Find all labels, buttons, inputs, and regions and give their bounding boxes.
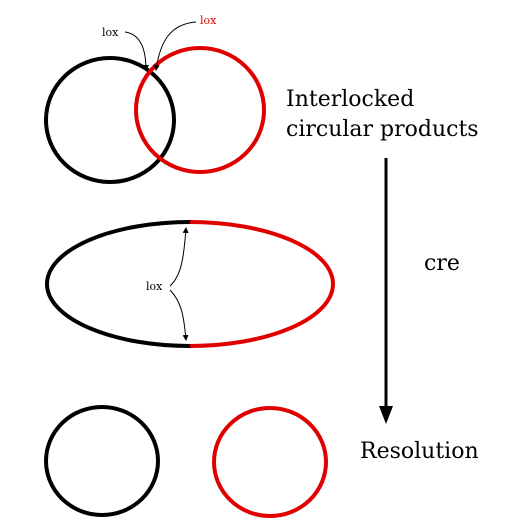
interlocked-line2: circular products <box>286 117 479 142</box>
resolution-label: Resolution <box>360 439 479 464</box>
fused-ellipse-red-half <box>189 220 335 348</box>
process-arrow <box>379 158 393 424</box>
interlocked-line1: Interlocked <box>286 87 414 112</box>
red-circle-bottom <box>212 406 328 518</box>
lox-middle-label: lox <box>146 280 163 293</box>
lox-middle-pointer-up <box>169 227 189 287</box>
black-circle-bottom <box>44 405 160 517</box>
cre-label: cre <box>424 251 460 276</box>
black-circle-top <box>44 56 176 184</box>
resolved-circles <box>44 405 328 518</box>
lox-pointers-middle <box>169 227 189 341</box>
fused-ellipse <box>45 220 335 348</box>
lox-pointers-top <box>124 21 197 71</box>
interlocked-circles <box>44 46 266 184</box>
lox-middle-pointer-down <box>169 289 189 341</box>
lox-red-label: lox <box>200 14 217 27</box>
lox-red-pointer <box>153 21 197 71</box>
lox-black-label: lox <box>102 26 119 39</box>
fused-ellipse-black-half <box>45 220 191 348</box>
lox-black-pointer <box>124 31 149 71</box>
red-circle-top <box>134 46 266 174</box>
